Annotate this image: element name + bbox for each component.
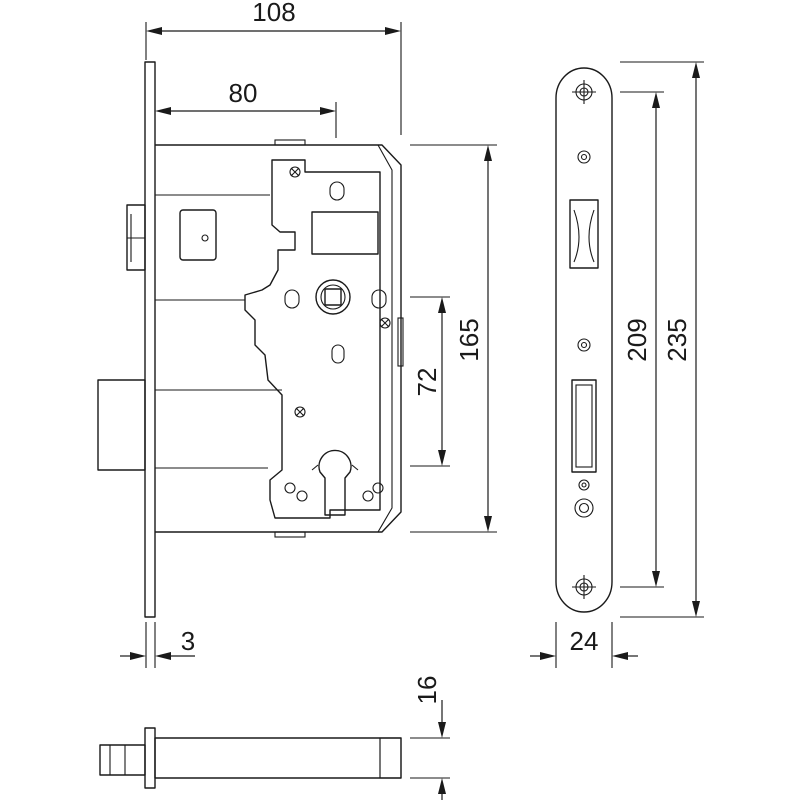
screw-icon xyxy=(294,406,306,418)
dimension-label-235: 235 xyxy=(662,318,692,361)
dimension-label-80: 80 xyxy=(229,78,258,108)
lock-case-front-view xyxy=(97,61,404,618)
fixing-screw-hole-top xyxy=(572,80,596,104)
dimension-backset: 80 xyxy=(155,78,337,138)
deadbolt-opening xyxy=(571,379,597,473)
cylinder-profile-hole xyxy=(311,449,359,516)
dimension-label-165: 165 xyxy=(454,318,484,361)
forend-plate xyxy=(144,61,156,618)
dimension-label-16: 16 xyxy=(412,676,442,705)
lock-top-view xyxy=(99,727,402,789)
latch-bolt xyxy=(126,204,146,271)
dimension-overall-width: 108 xyxy=(145,0,402,135)
handle-spindle-follower xyxy=(315,279,351,315)
mechanism-plate xyxy=(244,159,381,519)
fixing-screw-hole-bottom xyxy=(572,575,596,599)
dimension-label-108: 108 xyxy=(252,0,295,27)
dimension-label-3: 3 xyxy=(181,626,195,656)
dimension-label-24: 24 xyxy=(570,626,599,656)
dimension-label-72: 72 xyxy=(412,368,442,397)
dimension-label-209: 209 xyxy=(622,318,652,361)
screw-icon xyxy=(379,317,391,329)
latch-opening xyxy=(569,199,599,269)
dimension-center-distance: 72 xyxy=(410,296,450,467)
dimension-fixing-distance: 209 xyxy=(620,91,664,588)
dimension-lock-body-height: 165 xyxy=(410,144,497,533)
screw-icon xyxy=(289,166,301,178)
latch-follower-housing xyxy=(179,209,217,261)
faceplate-front-view xyxy=(555,67,613,613)
dimension-faceplate-width: 24 xyxy=(530,622,638,668)
dimension-faceplate-length: 235 xyxy=(620,61,704,618)
dimension-bolt-thickness: 16 xyxy=(410,676,450,800)
dimension-faceplate-thickness: 3 xyxy=(120,622,195,668)
dead-bolt xyxy=(97,379,146,471)
lock-case-outline xyxy=(155,144,402,533)
faceplate-outline xyxy=(555,67,613,613)
